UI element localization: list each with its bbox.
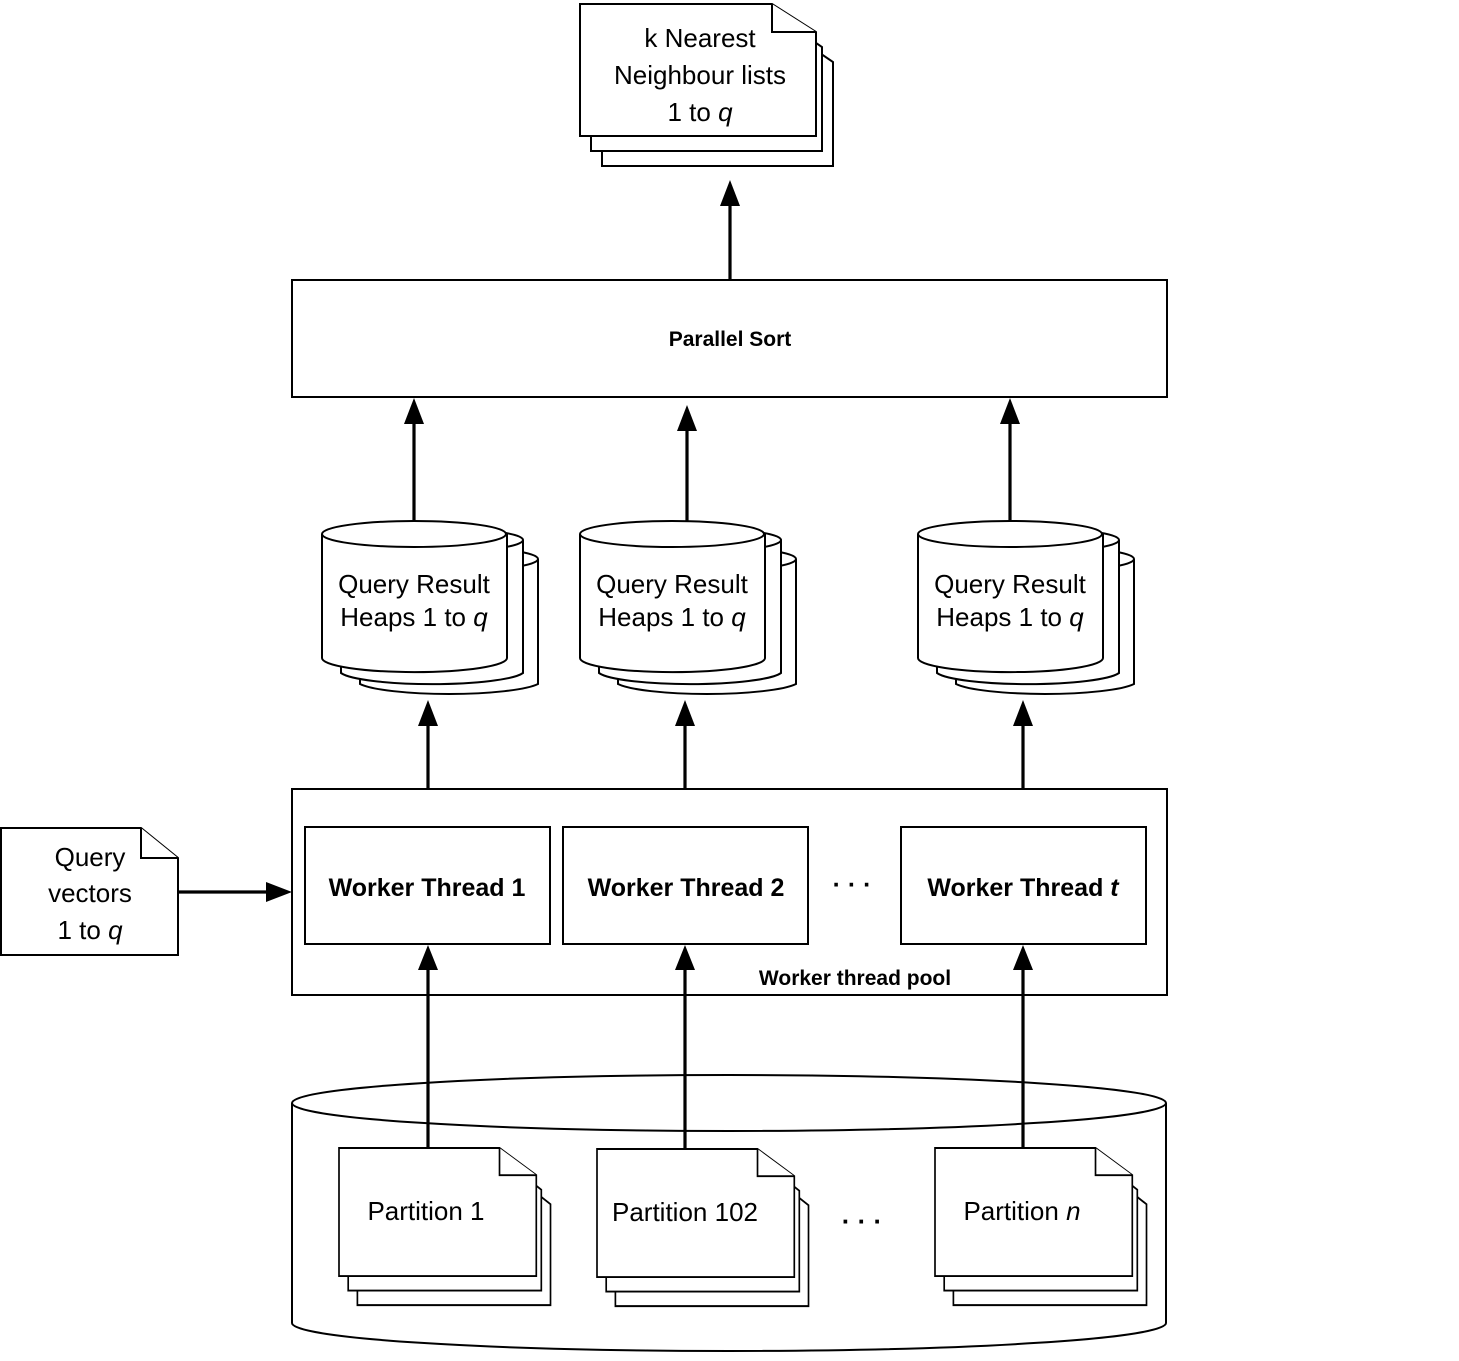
arrow-partition-102-to-worker [675,945,695,1148]
worker-thread-1-box [304,826,551,945]
heap-3-label-line-1: Query Result [934,569,1086,599]
heap-3-label-line-2: Heaps 1 to q [936,602,1084,632]
query-vectors-document [0,827,179,956]
partition-102-label: Partition 102 [612,1197,758,1227]
worker-thread-t-label: Worker Thread t [927,874,1120,902]
heap-2-label-line-2: Heaps 1 to q [598,602,746,632]
arrow-heap-2-to-sort [677,405,697,522]
query-vectors-label-line-2: vectors [48,878,132,908]
parallel-sort-label: Parallel Sort [669,328,792,351]
worker-thread-1-label: Worker Thread 1 [329,874,526,902]
document-icon [0,827,179,956]
document-stack-icon [596,1148,810,1308]
worker-thread-t-box [900,826,1147,945]
query-vectors-label-line-3: 1 to q [57,915,123,945]
document-stack-icon [338,1147,552,1307]
arrow-partition-n-to-worker [1013,945,1033,1148]
document-stack-icon [934,1147,1148,1307]
heap-1-label-line-1: Query Result [338,569,490,599]
partition-102-document [596,1148,810,1308]
worker-thread-pool-label: Worker thread pool [759,967,951,990]
output-label-line-2: Neighbour lists [614,60,786,90]
partition-n-document [934,1147,1148,1307]
partition-1-document [338,1147,552,1307]
output-label-line-1: k Nearest [644,23,756,53]
worker-thread-2-label: Worker Thread 2 [588,874,785,902]
arrow-sort-to-output [720,180,740,279]
output-label-line-3: 1 to q [667,97,733,127]
heap-1-label-line-2: Heaps 1 to q [340,602,488,632]
arrow-heap-3-to-sort [1000,398,1020,522]
parallel-sort-box [291,279,1168,398]
heap-2-label-line-1: Query Result [596,569,748,599]
partition-n-label: Partition n [963,1196,1080,1226]
query-vectors-label-line-1: Query [55,842,126,872]
arrow-partition-1-to-worker [418,945,438,1148]
worker-thread-2-box [562,826,809,945]
partition-1-label: Partition 1 [367,1196,484,1226]
arrow-heap-1-to-sort [404,398,424,522]
worker-ellipsis: · · · [833,871,872,899]
partitions-ellipsis: · · · [842,1206,882,1236]
arrow-query-to-pool [179,882,292,902]
